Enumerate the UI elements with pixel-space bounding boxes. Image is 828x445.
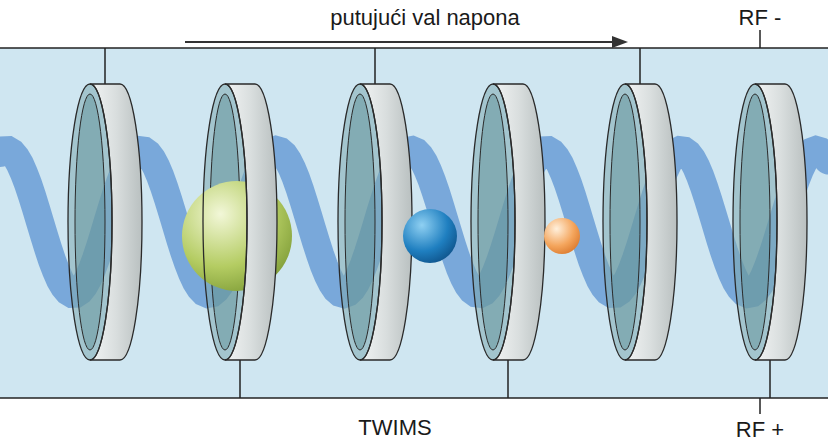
ring-edge xyxy=(68,84,112,360)
ring-side xyxy=(225,84,277,360)
rf-minus-lead xyxy=(759,30,761,48)
electrode-rings xyxy=(68,48,807,398)
ring-edge xyxy=(603,84,647,360)
direction-arrow xyxy=(185,41,615,43)
rf-plus-rail xyxy=(0,397,828,399)
ring-edge xyxy=(471,84,515,360)
ring-rim xyxy=(603,84,677,360)
ring-face xyxy=(338,84,382,360)
ring-face xyxy=(471,84,515,360)
ring-side xyxy=(755,84,807,360)
ring-hole xyxy=(740,94,770,350)
ring-face xyxy=(603,84,647,360)
ring-side xyxy=(625,84,677,360)
ring-rim xyxy=(338,84,412,360)
ring-rim xyxy=(471,84,545,360)
ring-side xyxy=(90,84,142,360)
ring-rim xyxy=(68,84,142,360)
ring-hole xyxy=(478,94,508,350)
ring-hole xyxy=(75,94,105,350)
signal-name: RF + xyxy=(736,418,784,442)
medium-ion xyxy=(403,209,457,263)
ring-side xyxy=(493,84,545,360)
ring-lead xyxy=(639,48,641,86)
ring-face xyxy=(733,84,777,360)
arrow-caption: putujući val napona xyxy=(330,6,520,30)
arrow-head xyxy=(612,36,628,48)
signal-name: RF - xyxy=(739,6,782,30)
rf-plus-lead xyxy=(759,398,761,414)
ring-hole xyxy=(345,94,375,350)
tube-ground xyxy=(0,48,828,398)
rf-minus-rail xyxy=(0,47,828,49)
small-ion xyxy=(544,218,580,254)
ring-side xyxy=(360,84,412,360)
ring-edge xyxy=(203,84,247,360)
ring-lead xyxy=(507,358,509,398)
ring-lead xyxy=(239,358,241,398)
ring-rim xyxy=(733,84,807,360)
ring-edge xyxy=(338,84,382,360)
ring-lead xyxy=(104,48,106,86)
ring-hole xyxy=(610,94,640,350)
device-name: TWIMS xyxy=(358,416,431,440)
ring-rim xyxy=(203,84,277,360)
ring-lead xyxy=(374,48,376,86)
ring-lead xyxy=(769,358,771,398)
ring-face xyxy=(68,84,112,360)
ring-edge xyxy=(733,84,777,360)
